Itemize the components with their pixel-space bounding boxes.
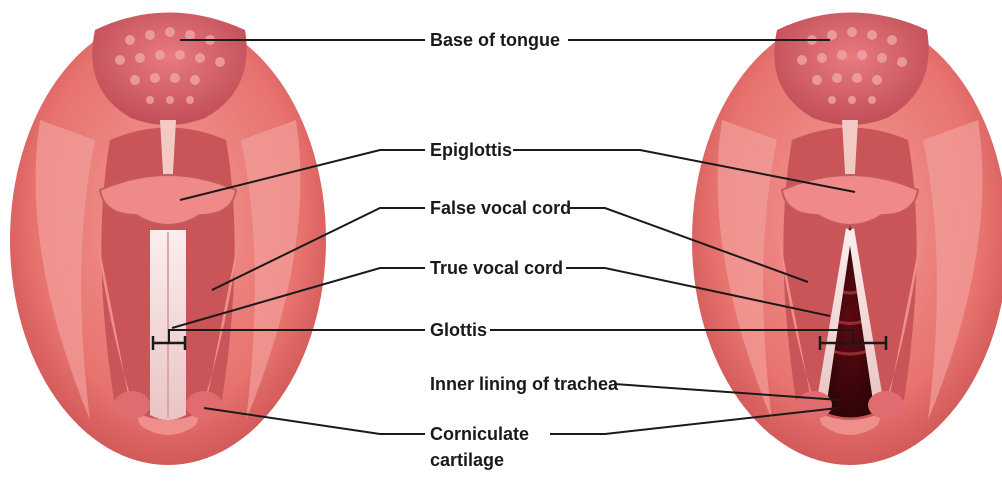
label-epiglottis: Epiglottis: [430, 139, 512, 161]
label-base-of-tongue: Base of tongue: [430, 29, 560, 51]
label-false-vocal-cord: False vocal cord: [430, 197, 571, 219]
left-corniculate-r: [186, 391, 222, 419]
label-corniculate-cartilage: Corniculate cartilage: [430, 421, 570, 473]
right-corniculate-l: [796, 391, 832, 419]
label-glottis: Glottis: [430, 319, 487, 341]
left-corniculate-l: [114, 391, 150, 419]
larynx-left-closed: [10, 13, 326, 466]
right-corniculate-r: [868, 391, 904, 419]
label-true-vocal-cord: True vocal cord: [430, 257, 563, 279]
larynx-right-open: [692, 13, 1002, 466]
label-inner-lining-of-trachea: Inner lining of trachea: [430, 373, 618, 395]
